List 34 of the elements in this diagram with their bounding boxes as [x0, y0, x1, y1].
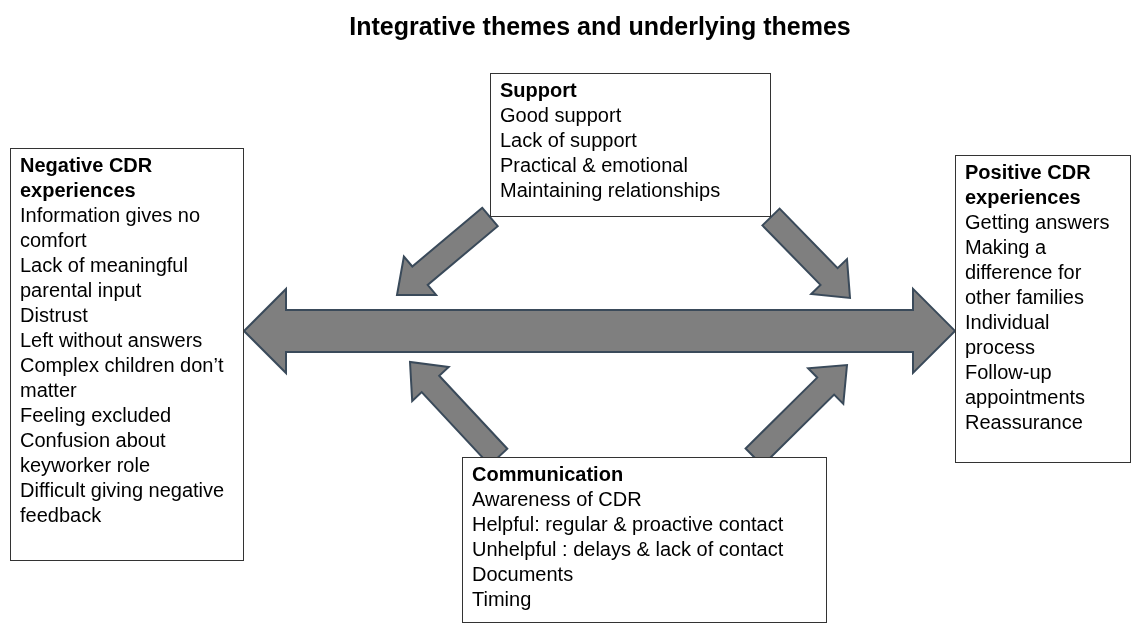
theme-item: Reassurance: [965, 410, 1084, 435]
theme-item: Unhelpful : delays & lack of contact: [472, 537, 785, 562]
theme-item: Feeling excluded: [20, 403, 173, 428]
theme-item: Lack of support: [500, 128, 638, 153]
theme-item: Left without answers: [20, 328, 204, 353]
theme-item: Complex children don’t matter: [20, 353, 225, 403]
theme-box: [10, 148, 244, 561]
theme-item: Confusion about keyworker role: [20, 428, 167, 478]
theme-item: Good support: [500, 103, 623, 128]
theme-heading: Communication: [472, 462, 625, 487]
block-arrow: [761, 207, 852, 300]
theme-item: Follow-up appointments: [965, 360, 1087, 410]
theme-item: Helpful: regular & proactive contact: [472, 512, 785, 537]
theme-item: Difficult giving negative feedback: [20, 478, 226, 528]
theme-item: Distrust: [20, 303, 89, 328]
theme-heading: Positive CDR experiences: [965, 160, 1092, 210]
theme-item: Awareness of CDR: [472, 487, 643, 512]
theme-item: Documents: [472, 562, 575, 587]
theme-box: [955, 155, 1131, 463]
theme-item: Getting answers: [965, 210, 1111, 235]
double-block-arrow: [242, 286, 957, 376]
theme-item: Lack of meaningful parental input: [20, 253, 189, 303]
theme-box: [462, 457, 827, 623]
theme-heading: Support: [500, 78, 578, 103]
block-arrow: [395, 206, 500, 296]
diagram-title: Integrative themes and underlying themes: [348, 11, 852, 42]
theme-item: Information gives no comfort: [20, 203, 202, 253]
theme-item: Maintaining relationships: [500, 178, 722, 203]
theme-item: Practical & emotional: [500, 153, 689, 178]
theme-item: Making a difference for other families: [965, 235, 1085, 310]
theme-item: Timing: [472, 587, 533, 612]
theme-box: [490, 73, 771, 217]
theme-item: Individual process: [965, 310, 1051, 360]
theme-heading: Negative CDR experiences: [20, 153, 154, 203]
